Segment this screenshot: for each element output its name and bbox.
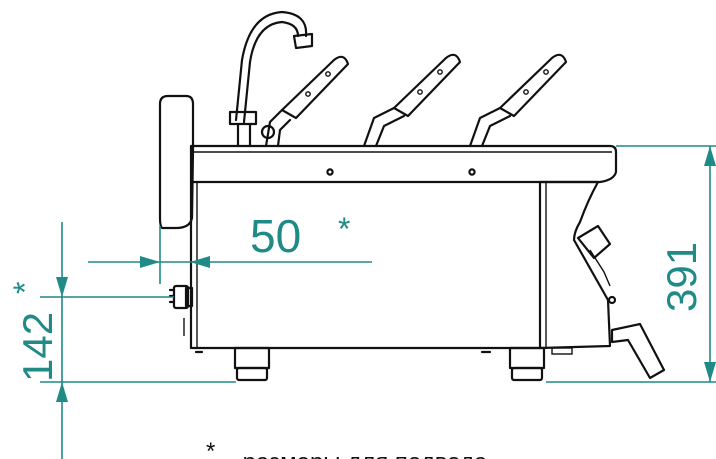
foot-left bbox=[233, 346, 271, 382]
dimension-50: 50 * bbox=[88, 210, 372, 284]
dimension-391-label: 391 bbox=[658, 242, 705, 312]
footnote-text: - размеры для подвода bbox=[228, 449, 488, 459]
portafilter-handle-1 bbox=[264, 55, 350, 148]
dimension-50-asterisk: * bbox=[338, 211, 350, 247]
portafilter-handle-3 bbox=[468, 53, 568, 148]
front-panel bbox=[538, 180, 612, 350]
portafilter-handle-2 bbox=[362, 53, 462, 148]
dimension-142-label: 142 bbox=[14, 312, 61, 382]
main-body bbox=[189, 180, 542, 350]
dimension-50-label: 50 bbox=[250, 210, 301, 262]
footnote: * - размеры для подвода bbox=[206, 438, 488, 459]
inlet-connector bbox=[168, 284, 194, 336]
water-tap bbox=[228, 10, 314, 148]
steam-wand bbox=[610, 322, 666, 380]
dimension-142: 142 * bbox=[7, 222, 236, 459]
machine-outline bbox=[158, 94, 666, 382]
top-surface bbox=[189, 144, 618, 184]
foot-right bbox=[508, 346, 546, 382]
dimension-142-asterisk: * bbox=[7, 282, 43, 294]
back-panel bbox=[158, 94, 195, 230]
footnote-mark: * bbox=[206, 438, 215, 459]
dimension-391: 391 bbox=[546, 145, 716, 383]
